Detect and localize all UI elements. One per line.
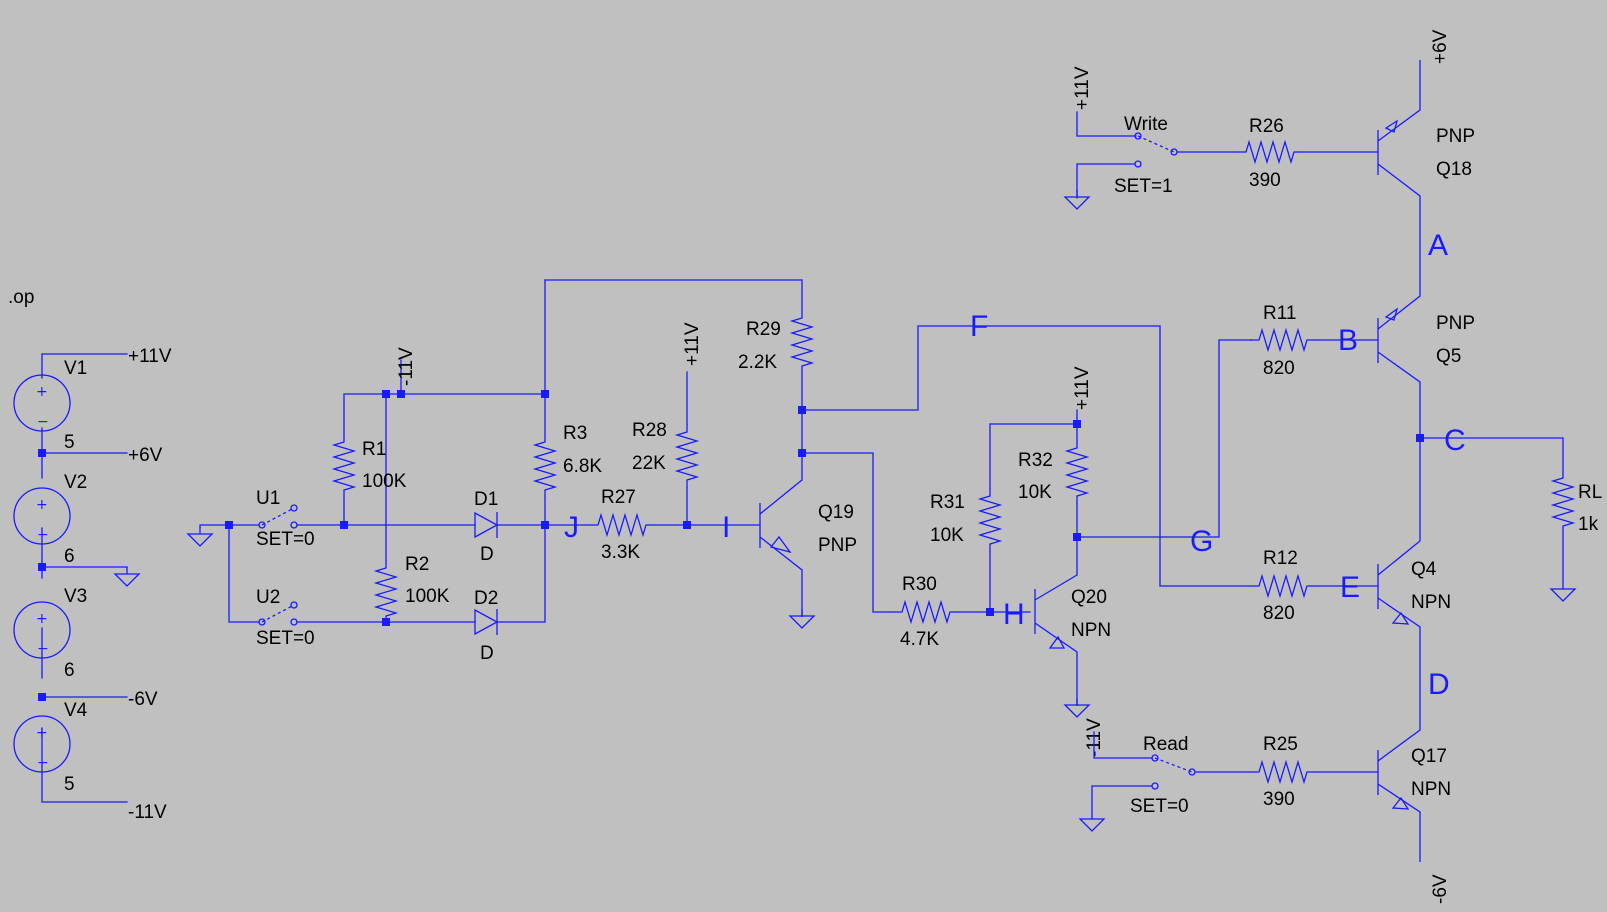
resistor-rl-value: 1k bbox=[1578, 514, 1599, 535]
resistor-r11-value: 820 bbox=[1263, 358, 1295, 379]
diode-d2-model: D bbox=[480, 643, 494, 664]
resistor-r32-value: 10K bbox=[1018, 482, 1052, 503]
switch-write-name: Write bbox=[1124, 114, 1168, 135]
rail-label-r32-top: +11V bbox=[1072, 366, 1093, 410]
source-v2-name: V2 bbox=[64, 472, 87, 493]
resistor-r28-name: R28 bbox=[632, 420, 667, 441]
source-v4-name: V4 bbox=[64, 700, 88, 721]
transistor-q19-name: Q19 bbox=[818, 502, 854, 523]
resistor-r28-value: 22K bbox=[632, 453, 666, 474]
transistor-q5-name: Q5 bbox=[1436, 346, 1461, 367]
output-stage bbox=[1250, 260, 1576, 706]
node-label-a: A bbox=[1428, 229, 1448, 262]
resistor-r29-name: R29 bbox=[746, 319, 781, 340]
node-label-h: H bbox=[1003, 598, 1025, 631]
resistor-r2-value: 100K bbox=[405, 586, 450, 607]
svg-text:−: − bbox=[37, 414, 49, 430]
rail-label-n11: -11V bbox=[128, 802, 167, 823]
resistor-r31-value: 10K bbox=[930, 525, 964, 546]
spice-directive: .op bbox=[8, 287, 34, 308]
resistor-r27-value: 3.3K bbox=[601, 542, 640, 563]
diode-d1-model: D bbox=[480, 544, 494, 565]
rail-label-p11: +11V bbox=[128, 346, 172, 367]
switch-u1-name: U1 bbox=[256, 488, 280, 509]
node-label-e: E bbox=[1340, 571, 1360, 604]
svg-text:+: + bbox=[36, 611, 48, 627]
node-label-b: B bbox=[1338, 324, 1358, 357]
resistor-r25-value: 390 bbox=[1263, 789, 1295, 810]
resistor-r3-name: R3 bbox=[563, 423, 587, 444]
resistor-r32-name: R32 bbox=[1018, 450, 1053, 471]
transistor-q19-type: PNP bbox=[818, 535, 857, 556]
voltage-source-stack: + − + − + − + − bbox=[13, 353, 140, 803]
node-label-g: G bbox=[1190, 525, 1213, 558]
rail-label-r1-top: -11V bbox=[396, 347, 417, 386]
diode-d1-name: D1 bbox=[474, 489, 498, 510]
resistor-r25-name: R25 bbox=[1263, 734, 1298, 755]
switch-u2-name: U2 bbox=[256, 587, 280, 608]
resistor-r26-name: R26 bbox=[1249, 116, 1284, 137]
svg-text:+: + bbox=[36, 384, 48, 400]
resistor-rl-name: RL bbox=[1578, 482, 1602, 503]
transistor-q18-name: Q18 bbox=[1436, 159, 1472, 180]
source-v2-value: 6 bbox=[64, 546, 75, 567]
resistor-r12-name: R12 bbox=[1263, 548, 1298, 569]
q20-stage bbox=[801, 325, 1252, 718]
resistor-r29-value: 2.2K bbox=[738, 352, 777, 373]
resistor-r12-value: 820 bbox=[1263, 603, 1295, 624]
rail-label-r28-top: +11V bbox=[682, 322, 703, 366]
resistor-r1-value: 100K bbox=[362, 471, 407, 492]
transistor-q5-type: PNP bbox=[1436, 313, 1475, 334]
transistor-q20-name: Q20 bbox=[1071, 587, 1107, 608]
transistor-q17-name: Q17 bbox=[1411, 746, 1447, 767]
node-label-c: C bbox=[1444, 424, 1466, 457]
transistor-q18-type: PNP bbox=[1436, 126, 1475, 147]
source-v3-name: V3 bbox=[64, 586, 87, 607]
read-stage bbox=[1079, 706, 1421, 862]
svg-text:+: + bbox=[36, 725, 48, 741]
node-label-f: F bbox=[970, 310, 988, 343]
rail-label-q18-emitter: +6V bbox=[1430, 29, 1451, 64]
write-stage bbox=[1064, 60, 1421, 260]
resistor-r11-name: R11 bbox=[1263, 303, 1296, 324]
transistor-q4-type: NPN bbox=[1411, 592, 1451, 613]
resistor-r27-name: R27 bbox=[601, 487, 636, 508]
diode-d2-name: D2 bbox=[474, 588, 498, 609]
switch-u2-set: SET=0 bbox=[256, 628, 315, 649]
switch-write-set: SET=1 bbox=[1114, 176, 1173, 197]
svg-text:−: − bbox=[37, 755, 49, 771]
svg-text:+: + bbox=[36, 497, 48, 513]
source-v4-value: 5 bbox=[64, 774, 75, 795]
switch-read-name: Read bbox=[1143, 734, 1188, 755]
rail-label-write: +11V bbox=[1072, 66, 1093, 110]
resistor-r31-name: R31 bbox=[930, 492, 965, 513]
node-label-j: J bbox=[564, 511, 579, 544]
transistor-q17-type: NPN bbox=[1411, 779, 1451, 800]
node-label-i: I bbox=[722, 511, 730, 544]
q19-stage bbox=[544, 279, 1031, 629]
rail-label-p6: +6V bbox=[128, 445, 163, 466]
transistor-q4-name: Q4 bbox=[1411, 559, 1437, 580]
svg-text:−: − bbox=[37, 527, 49, 543]
switch-read-set: SET=0 bbox=[1130, 796, 1189, 817]
resistor-r1-name: R1 bbox=[362, 439, 386, 460]
source-v1-value: 5 bbox=[64, 432, 75, 453]
switch-u1-set: SET=0 bbox=[256, 529, 315, 550]
resistor-r2-name: R2 bbox=[405, 554, 429, 575]
resistor-r30-name: R30 bbox=[902, 574, 937, 595]
node-label-d: D bbox=[1428, 668, 1450, 701]
rail-label-q17-emitter: -6V bbox=[1430, 874, 1451, 904]
resistor-r30-value: 4.7K bbox=[900, 629, 939, 650]
resistor-r3-value: 6.8K bbox=[563, 456, 602, 477]
resistor-r26-value: 390 bbox=[1249, 170, 1281, 191]
source-v1-name: V1 bbox=[64, 358, 87, 379]
source-v3-value: 6 bbox=[64, 660, 75, 681]
rail-label-n6: -6V bbox=[128, 689, 158, 710]
transistor-q20-type: NPN bbox=[1071, 620, 1111, 641]
input-wiring bbox=[187, 279, 556, 636]
svg-text:−: − bbox=[37, 641, 49, 657]
